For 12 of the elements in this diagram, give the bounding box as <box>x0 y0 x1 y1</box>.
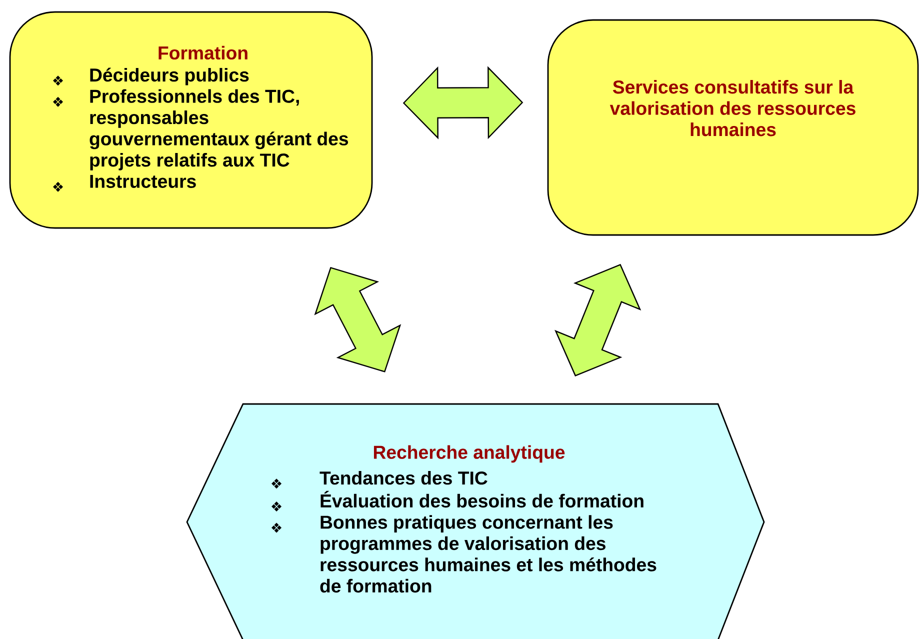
box-heading: Services consultatifs sur la valorisation des ressources humaines <box>610 80 856 136</box>
list-item: Bonnes pratiques concernant les programmes de valorisation des ressources humaines et les méthodes de formation <box>320 515 656 593</box>
box-heading: Recherche analytique <box>374 445 565 463</box>
rounded-box <box>9 11 373 229</box>
box-heading: Formation <box>158 46 248 60</box>
list-item: Professionnels des TIC, responsables gouvernementaux gérant des projets relatifs aux TIC <box>90 89 348 170</box>
hexagon-box <box>186 403 765 639</box>
list-item: Tendances des TIC <box>320 470 488 485</box>
list-item: Évaluation des besoins de formation <box>320 490 644 508</box>
rounded-box <box>547 19 919 236</box>
list-item: Décideurs publics <box>90 68 249 86</box>
list-item: Instructeurs <box>90 174 196 188</box>
